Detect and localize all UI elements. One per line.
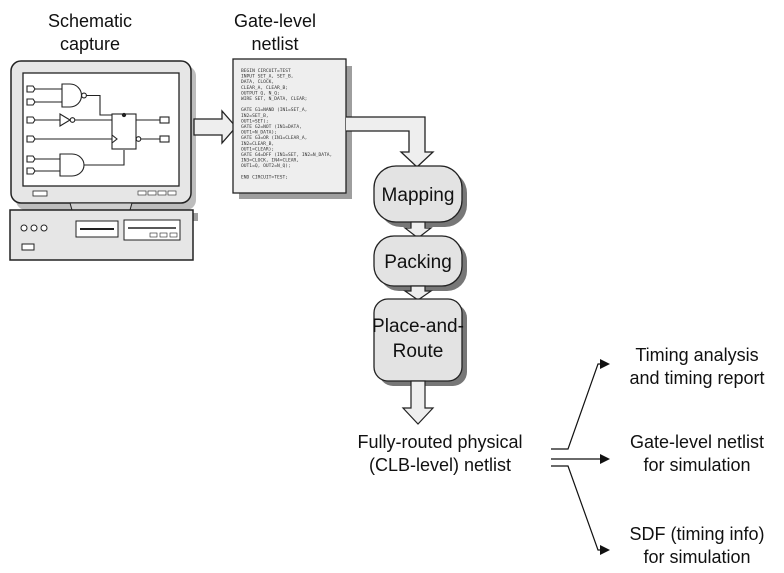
packing-stage: Packing [373,235,467,291]
arrow-route-netlist [401,380,435,425]
gate-netlist-output: Gate-level netlist for simulation [629,432,765,475]
arrow-mapping-packing [403,221,433,239]
netlist-code-line: GATE G4=DFF (IN1=SET, IN2=N_DATA, [241,152,332,158]
routed-netlist-label: Fully-routed physical (CLB-level) netlis… [357,432,523,475]
netlist-code-line: GATE G1=NAND (IN1=SET_A, [241,107,307,113]
netlist-code-line: OUT1=N_DATA); [241,130,277,136]
netlist-code: BEGIN CIRCUIT=TEST INPUT SET_A, SET_B, D… [241,68,332,180]
netlist-code-line: GATE G3=OR (IN1=CLEAR_A, [241,135,307,141]
place-and-route-stage: Place-and- Route [372,298,467,386]
place-and-route-label-line2: Route [393,341,444,362]
netlist-sheet: BEGIN CIRCUIT=TEST INPUT SET_A, SET_B, D… [232,58,352,199]
arrow-to-netlist [193,109,237,145]
gate-level-netlist-label: Gate-level netlist [233,11,317,54]
computer-icon [9,60,198,261]
place-and-route-label-line1: Place-and- [372,316,464,337]
mapping-stage: Mapping [373,165,467,227]
schematic-drawing [26,83,170,177]
netlist-code-line: BEGIN CIRCUIT=TEST [241,68,291,74]
netlist-code-line: IN3=CLOCK, IN4=CLEAR, [241,158,299,164]
netlist-code-line: OUT1=Q, OUT2=N_Q); [241,163,291,169]
netlist-code-line: END CIRCUIT=TEST; [241,174,288,180]
netlist-code-line: IN2=SET_B, [241,113,269,119]
netlist-code-line: INPUT SET_A, SET_B, [241,74,294,80]
netlist-code-line: OUTPUT Q, N_Q; [241,90,280,96]
arrow-packing-route [403,285,433,301]
output-branches [551,359,610,555]
schematic-capture-label: Schematic capture [47,11,133,54]
netlist-code-line: WIRE SET, N_DATA, CLEAR; [241,96,307,102]
mapping-label: Mapping [382,185,455,206]
netlist-code-line: OUT1=SET); [241,118,269,124]
netlist-code-line: CLEAR_A, CLEAR_B; [241,85,288,91]
timing-report-output: Timing analysis and timing report [629,345,765,388]
netlist-code-line: OUT1=CLEAR); [241,146,274,152]
netlist-code-line: GATE G2=NOT (IN1=DATA, [241,124,302,130]
netlist-code-line: DATA, CLOCK, [241,79,274,85]
branch-to-sdf [551,465,610,555]
arrow-to-mapping [346,116,435,168]
branch-to-timing [551,359,610,450]
sdf-output: SDF (timing info) for simulation [629,524,765,567]
netlist-code-line: IN2=CLEAR_B, [241,141,274,147]
packing-label: Packing [384,252,452,273]
